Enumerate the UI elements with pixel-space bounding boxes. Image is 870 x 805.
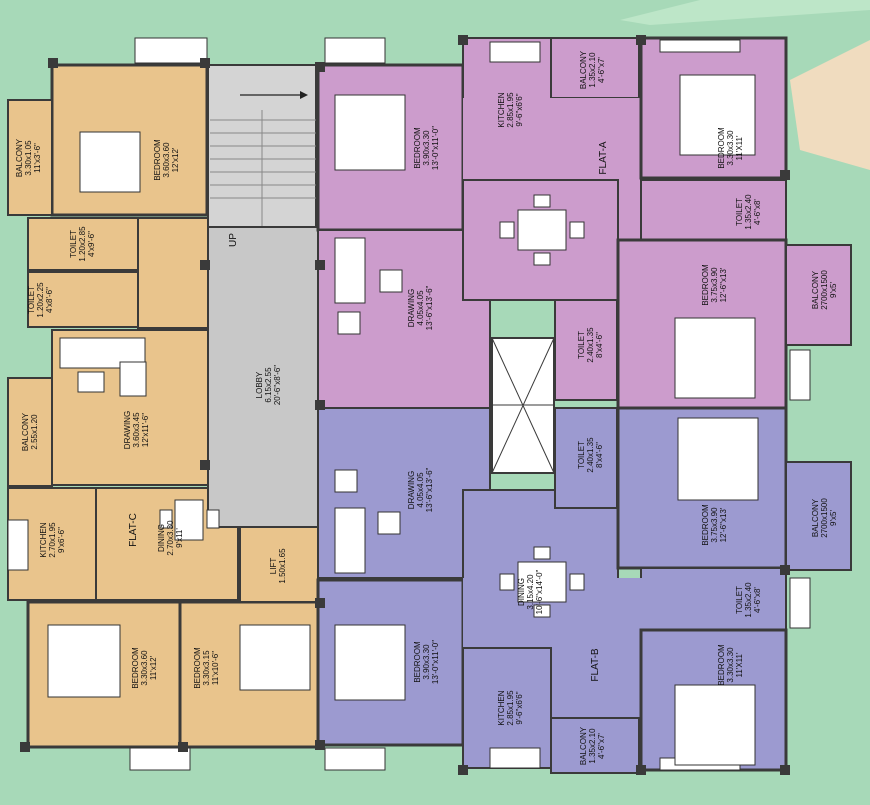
label-fa-balcony-side: BALCONY2700x15009'x5' (811, 270, 838, 310)
label-fb-bedroom-right: BEDROOM3.75x3.9012'-6"x13' (701, 504, 728, 546)
windows (7, 37, 811, 771)
column-markers (20, 35, 790, 775)
label-fa-kitchen: KITCHEN2.85x1.959'-6"x6'6" (497, 92, 524, 128)
label-fa-bedroom-lower: BEDROOM3.75x3.9012'-6"x13' (701, 264, 728, 306)
label-fb-flat-name: FLAT-B (590, 648, 601, 681)
label-fc-bedroom-top: BEDROOM3.60x3.6012'x12' (153, 139, 180, 181)
label-fa-flat-name: FLAT-A (598, 141, 609, 174)
label-fa-toilet-right: TOILET1.35x2.404'-6"x8' (735, 194, 762, 230)
top-accent (620, 0, 870, 25)
lift (239, 526, 319, 603)
label-fb-toilet-right: TOILET1.35x2.404'-6"x8' (735, 582, 762, 618)
label-fc-balcony-left: BALCONY2.55x1.20 (21, 412, 39, 451)
label-fc-toilet-1: TOILET1.20x2.854'x9'-6" (69, 226, 96, 262)
label-fc-bedroom-bl: BEDROOM3.30x3.6011'x12' (131, 647, 158, 689)
flat-b-toilet-center (554, 407, 618, 509)
label-fa-drawing: DRAWING4.05x4.0513'-6"x13'-6" (407, 285, 434, 330)
label-lift: LIFT1.50x1.65 (269, 548, 287, 584)
flat-b-balcony-side (785, 461, 852, 571)
labels: BALCONY3.30x1.0511'x3'-6" BEDROOM3.60x3.… (15, 50, 838, 765)
label-fa-toilet-center: TOILET2.40x1.358'x4'-6" (577, 327, 604, 363)
flat-c-passage (137, 217, 211, 329)
label-fb-drawing: DRAWING4.05x4.0513'-6"x13'-6" (407, 467, 434, 512)
shaft (491, 337, 555, 474)
label-fc-bedroom-br: BEDROOM3.30x3.1511'x10'-6" (193, 647, 220, 689)
label-fa-bedroom-left: BEDROOM3.90x3.3013'-0"x11'-0" (413, 126, 440, 170)
flat-c-toilet-2 (27, 271, 139, 328)
flat-b-balcony (550, 717, 640, 774)
label-fc-flat-name: FLAT-C (128, 513, 139, 547)
flat-c-balcony-left (7, 377, 53, 487)
label-fb-balcony: BALCONY1.35x2.104'-6"x7' (579, 726, 606, 765)
label-fb-bedroom-lower-right: BEDROOM3.30x3.3011'X11' (717, 644, 744, 686)
label-fb-dining: DINING3.15x4.2010'-6"x14'-0" (517, 569, 544, 614)
label-fc-balcony-top: BALCONY3.30x1.0511'x3'-6" (15, 138, 42, 177)
label-stair-up: UP (228, 233, 239, 247)
flat-a-toilet-right (640, 179, 787, 241)
label-lobby: LOBBY6.15x2.5520'-6"x8'-6" (255, 365, 282, 405)
label-fb-bedroom-left: BEDROOM3.90x3.3013'-0"x11'-0" (413, 640, 440, 684)
label-fb-kitchen: KITCHEN2.85x1.959'-6"x6'6" (497, 690, 524, 726)
label-fb-balcony-side: BALCONY2700x15009'x5' (811, 498, 838, 538)
label-fa-balcony: BALCONY1.35x2.104'-6"x7' (579, 50, 606, 89)
flat-a-balcony-side (785, 244, 852, 346)
label-fb-toilet-center: TOILET2.40x1.358'x4'-6" (577, 437, 604, 473)
label-fc-dining: DINING2.70x3.309'x11' (157, 520, 184, 556)
flat-c-balcony-top (7, 99, 53, 216)
flat-a-balcony (550, 37, 640, 99)
lobby (207, 226, 319, 528)
label-fc-drawing: DRAWING3.60x3.4512'x11'-6" (123, 411, 150, 449)
peach-accent (790, 40, 870, 170)
common-core (207, 64, 319, 603)
furniture (47, 74, 759, 766)
label-fc-toilet-2: TOILET1.20x2.254'x8'-6" (27, 282, 54, 318)
label-fc-kitchen: KITCHEN2.70x1.959'x6'-6" (39, 522, 66, 558)
flat-b-toilet-right (640, 567, 787, 631)
label-fa-bedroom-right: BEDROOM3.30x3.3011'X11' (717, 127, 744, 169)
